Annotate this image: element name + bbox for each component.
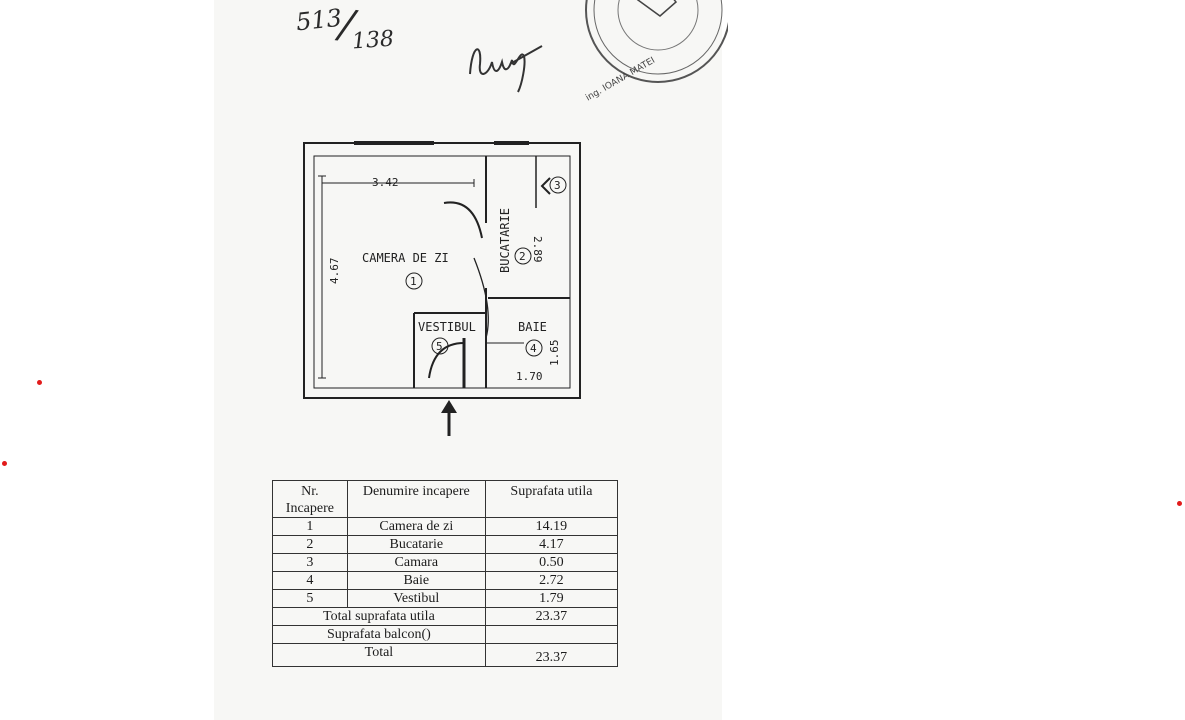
header-area: Suprafata utila [484, 480, 619, 518]
cell-nr: 1 [272, 517, 348, 536]
table-row: 5 Vestibul 1.79 [272, 589, 619, 608]
room-label-camera-de-zi: CAMERA DE ZI [362, 251, 449, 265]
cell-area: 0.50 [484, 553, 619, 572]
cell-nr: 5 [272, 589, 348, 608]
dimension-height-camera: 4.67 [328, 258, 341, 285]
room-number-3: 3 [554, 179, 561, 192]
table-header-row: Nr. Incapere Denumire incapere Suprafata… [272, 480, 619, 518]
cell-area: 1.79 [484, 589, 619, 608]
red-marker-dot [37, 380, 42, 385]
balcony-value [484, 625, 619, 644]
room-number-5: 5 [436, 340, 443, 353]
floor-plan: 3.42 4.67 2.89 1.65 1.70 CAMERA DE ZI 1 … [303, 141, 581, 436]
room-label-baie: BAIE [518, 320, 547, 334]
table-row: 2 Bucatarie 4.17 [272, 535, 619, 554]
room-label-bucatarie: BUCATARIE [498, 208, 512, 273]
table-row: 3 Camara 0.50 [272, 553, 619, 572]
room-number-1: 1 [410, 275, 417, 288]
cell-area: 4.17 [484, 535, 619, 554]
balcony-label: Suprafata balcon() [272, 625, 486, 644]
total-useful-row: Total suprafata utila 23.37 [272, 607, 619, 626]
dimension-height-baie: 1.65 [548, 340, 561, 367]
red-marker-dot [1177, 501, 1182, 506]
header-name: Denumire incapere [346, 480, 486, 518]
cell-nr: 3 [272, 553, 348, 572]
cell-area: 2.72 [484, 571, 619, 590]
cell-nr: 2 [272, 535, 348, 554]
balcony-row: Suprafata balcon() [272, 625, 619, 644]
cell-nr: 4 [272, 571, 348, 590]
total-useful-label: Total suprafata utila [272, 607, 486, 626]
cell-name: Camera de zi [346, 517, 486, 536]
room-label-vestibul: VESTIBUL [418, 320, 476, 334]
stamp-text: ing. IOANA MATEI [584, 56, 657, 104]
dimension-width-baie: 1.70 [516, 370, 543, 383]
red-marker-dot [2, 461, 7, 466]
cell-name: Bucatarie [346, 535, 486, 554]
official-stamp: ing. IOANA MATEI [584, 0, 728, 104]
entrance-arrow [441, 400, 457, 436]
total-row: Total 23.37 [272, 643, 619, 667]
header-nr: Nr. Incapere [272, 480, 348, 518]
room-number-4: 4 [530, 342, 537, 355]
cell-name: Vestibul [346, 589, 486, 608]
dimension-width-camera: 3.42 [372, 176, 399, 189]
dimension-height-bucatarie: 2.89 [531, 236, 544, 263]
cell-name: Camara [346, 553, 486, 572]
table-row: 1 Camera de zi 14.19 [272, 517, 619, 536]
total-label: Total [272, 643, 486, 667]
total-useful-value: 23.37 [484, 607, 619, 626]
room-areas-table: Nr. Incapere Denumire incapere Suprafata… [272, 480, 619, 667]
handwritten-reference-subnumber: 138 [351, 26, 395, 55]
handwritten-reference-number: 513 [294, 3, 344, 37]
signature [469, 45, 543, 93]
cell-area: 14.19 [484, 517, 619, 536]
cell-name: Baie [346, 571, 486, 590]
room-number-2: 2 [519, 250, 526, 263]
total-value: 23.37 [484, 643, 619, 667]
table-row: 4 Baie 2.72 [272, 571, 619, 590]
